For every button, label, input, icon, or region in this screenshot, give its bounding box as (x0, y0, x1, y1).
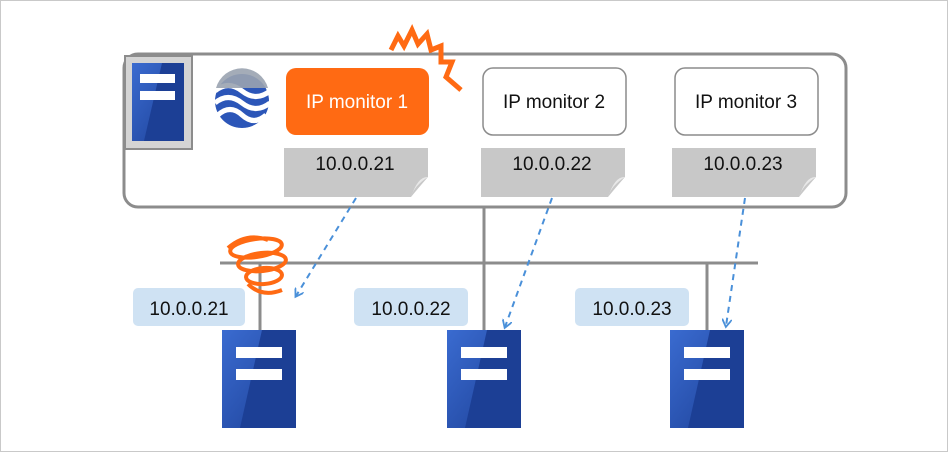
target-note-2-ip: 10.0.0.22 (512, 154, 591, 175)
ping-arrow-1 (296, 197, 357, 296)
target-server-1-icon (222, 330, 296, 428)
target-note-1-ip: 10.0.0.21 (315, 154, 394, 175)
target-ip-label-3: 10.0.0.23 (575, 288, 689, 326)
ip-monitor-1-box[interactable] (286, 68, 429, 135)
ip-monitor-3-box[interactable] (674, 67, 819, 136)
target-note-3: 10.0.0.23 (672, 148, 816, 197)
ip-monitor-2-box[interactable] (482, 67, 627, 136)
server-icon (124, 55, 193, 150)
broken-link-coil-icon (226, 235, 288, 295)
target-note-1: 10.0.0.21 (284, 148, 428, 197)
target-note-3-ip: 10.0.0.23 (703, 154, 782, 175)
ip-monitor-2-label: IP monitor 2 (503, 92, 605, 113)
svg-text:10.0.0.22: 10.0.0.22 (371, 299, 450, 320)
target-ip-label-2: 10.0.0.22 (354, 288, 468, 326)
target-server-3-icon (670, 330, 744, 428)
ip-monitor-3-label: IP monitor 3 (695, 92, 797, 113)
error-lightning-icon (388, 24, 463, 92)
cluster-logo-icon (213, 68, 272, 128)
target-ip-label-1: 10.0.0.21 (133, 288, 245, 326)
ping-arrow-2 (505, 197, 553, 327)
target-note-2: 10.0.0.22 (481, 148, 625, 197)
svg-text:10.0.0.21: 10.0.0.21 (149, 299, 228, 320)
ip-monitor-1-label: IP monitor 1 (306, 92, 408, 113)
svg-text:10.0.0.23: 10.0.0.23 (592, 299, 671, 320)
target-server-2-icon (447, 330, 521, 428)
